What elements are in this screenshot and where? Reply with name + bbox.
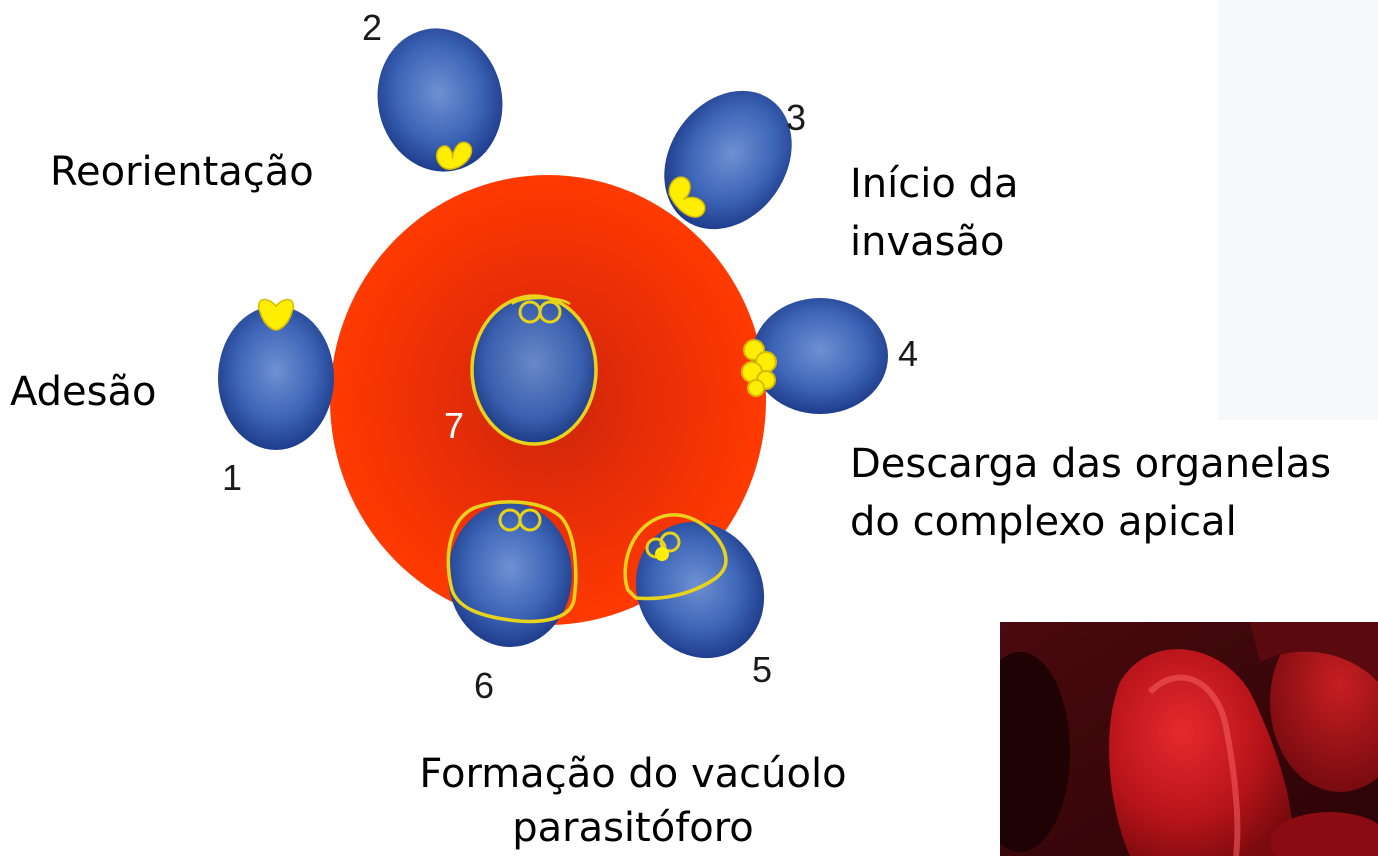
label-formacao-line2: parasitóforo	[512, 805, 754, 851]
stage-number-5: 5	[752, 649, 773, 690]
merozoite-stage-2	[377, 28, 503, 172]
merozoite-stage-1	[218, 298, 334, 450]
label-reorientacao: Reorientação	[50, 149, 314, 195]
stage-number-2: 2	[362, 7, 383, 48]
merozoite-stage-3	[664, 90, 792, 230]
label-adesao: Adesão	[10, 369, 157, 415]
stage-number-4: 4	[898, 333, 919, 374]
stage-number-7: 7	[444, 405, 465, 446]
label-inicio-da: Início da	[850, 161, 1019, 207]
stage-number-6: 6	[474, 665, 495, 706]
label-descarga-line1: Descarga das organelas	[850, 441, 1332, 487]
merozoite-stage-5	[623, 513, 765, 659]
red-blood-cell-photo-art	[1000, 622, 1378, 856]
merozoite-stage-4	[741, 298, 888, 414]
label-formacao-line1: Formação do vacúolo	[419, 751, 847, 797]
label-invasao: invasão	[850, 219, 1005, 265]
merozoite-stage-7	[470, 294, 598, 446]
background-panel	[1218, 0, 1378, 420]
merozoite-stage-6	[446, 500, 578, 647]
label-descarga-line2: do complexo apical	[850, 499, 1237, 545]
stage-number-1: 1	[222, 457, 243, 498]
red-blood-cell-photo	[1000, 622, 1378, 856]
stage-number-3: 3	[786, 97, 807, 138]
